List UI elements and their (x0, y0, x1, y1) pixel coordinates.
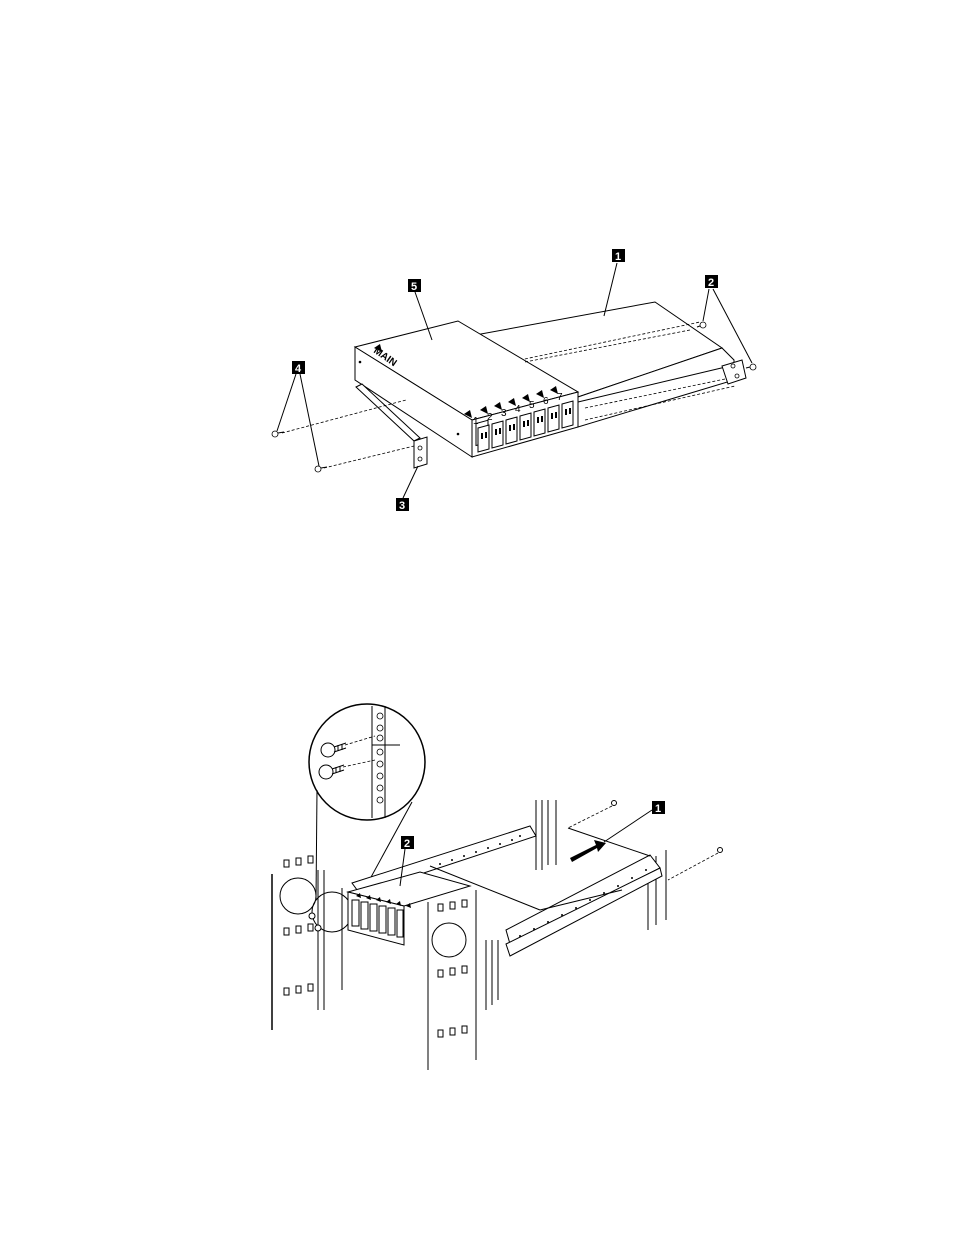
callout-3: 3 (396, 466, 418, 512)
outlet-number-2: 2 (487, 412, 493, 423)
outlet-5 (534, 409, 545, 436)
screw-icon (315, 466, 327, 472)
screw-icon (272, 431, 284, 437)
svg-text:1: 1 (615, 251, 621, 263)
svg-text:2: 2 (708, 277, 714, 289)
screw-icon (568, 801, 617, 829)
outlet-3 (506, 417, 517, 444)
svg-text:1: 1 (655, 803, 661, 815)
screws-left (272, 400, 414, 472)
outlet-number-4: 4 (515, 404, 521, 415)
outlet-2 (492, 421, 503, 448)
outlet-number-1: 1 (473, 416, 479, 427)
outlet-1 (478, 425, 489, 452)
screw-icon (321, 743, 346, 757)
screw-icon (315, 925, 321, 931)
screw-icon (746, 364, 756, 370)
svg-text:2: 2 (404, 838, 410, 850)
outlet-7 (562, 401, 573, 428)
svg-text:5: 5 (411, 281, 417, 293)
insert-direction-arrow-icon (570, 840, 606, 862)
outlet-number-5: 5 (529, 400, 535, 411)
figure-2-rack-installation: 1 2 (272, 704, 723, 1070)
figure-1-pdu-assembly: 1 2 3 4 5 6 7 MAIN (272, 249, 756, 512)
screw-icon (697, 322, 706, 328)
outlet-4 (520, 413, 531, 440)
outlet-number-6: 6 (543, 396, 549, 407)
screw-icon (319, 765, 344, 779)
callout-1: 1 (604, 249, 625, 316)
screw-icon (668, 848, 723, 881)
svg-text:3: 3 (399, 500, 405, 512)
svg-text:4: 4 (295, 363, 302, 375)
outlet-number-3: 3 (501, 408, 507, 419)
screw-icon (309, 913, 315, 919)
outlet-number-7: 7 (557, 392, 563, 403)
callout-1-rack: 1 (604, 801, 665, 842)
outlet-6 (548, 405, 559, 432)
callout-4: 4 (277, 361, 319, 466)
detail-rail-holes (377, 713, 383, 803)
